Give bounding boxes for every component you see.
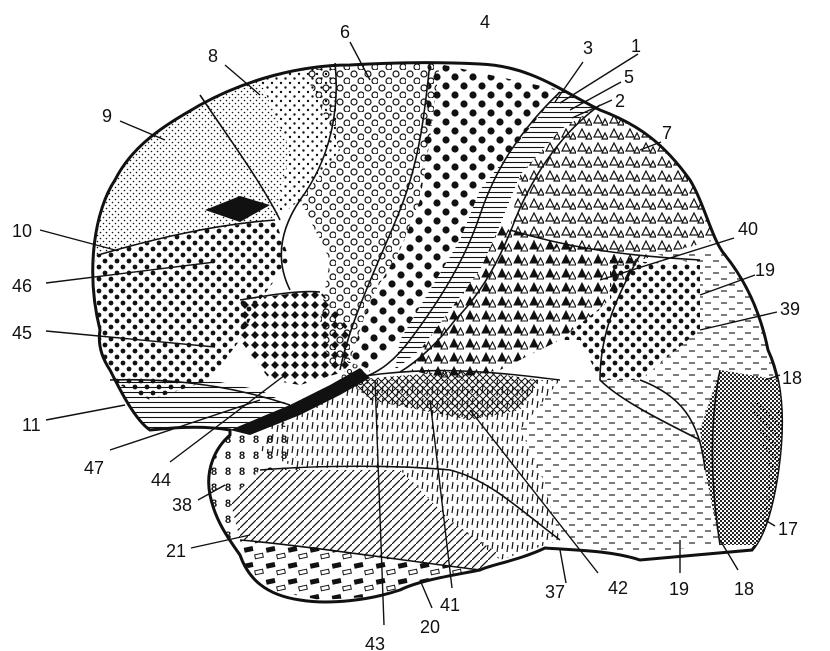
label-40: 40 bbox=[738, 219, 758, 239]
label-18-upper: 18 bbox=[782, 368, 802, 388]
label-19-upper: 19 bbox=[755, 260, 775, 280]
label-41: 41 bbox=[440, 595, 460, 615]
label-11: 11 bbox=[22, 415, 41, 435]
label-5: 5 bbox=[624, 67, 634, 87]
label-45: 45 bbox=[12, 323, 32, 343]
label-6: 6 bbox=[340, 22, 350, 42]
label-17: 17 bbox=[778, 519, 798, 539]
label-2: 2 bbox=[615, 91, 625, 111]
label-4: 4 bbox=[480, 12, 490, 32]
label-21: 21 bbox=[166, 541, 186, 561]
label-7: 7 bbox=[662, 123, 672, 143]
label-43: 43 bbox=[365, 634, 385, 651]
label-18-lower: 18 bbox=[734, 579, 754, 599]
label-20: 20 bbox=[420, 617, 440, 637]
label-37: 37 bbox=[545, 582, 565, 602]
label-46: 46 bbox=[12, 276, 32, 296]
label-19-lower: 19 bbox=[669, 579, 689, 599]
label-1: 1 bbox=[631, 36, 641, 56]
label-39: 39 bbox=[780, 299, 800, 319]
label-9: 9 bbox=[102, 106, 112, 126]
label-44: 44 bbox=[151, 470, 171, 490]
label-47: 47 bbox=[84, 458, 104, 478]
label-10: 10 bbox=[12, 221, 32, 241]
label-42: 42 bbox=[608, 578, 628, 598]
label-8: 8 bbox=[208, 46, 218, 66]
cortical-areas bbox=[95, 62, 800, 600]
label-3: 3 bbox=[583, 38, 593, 58]
label-38: 38 bbox=[172, 495, 192, 515]
